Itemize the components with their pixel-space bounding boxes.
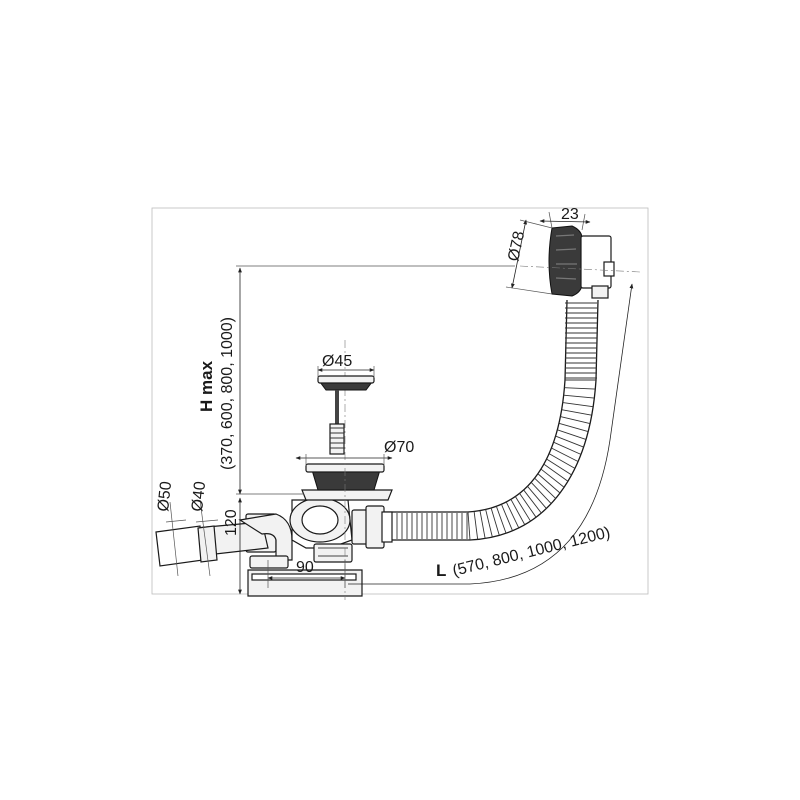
hose-rib bbox=[551, 447, 579, 462]
outlet-d40-label: Ø40 bbox=[189, 480, 209, 512]
hose-rib bbox=[527, 485, 547, 509]
trap-assembly bbox=[155, 340, 393, 600]
overflow-cap bbox=[519, 225, 641, 299]
hose-rib bbox=[564, 387, 596, 390]
cap-width-dimension: 23 bbox=[539, 206, 591, 231]
hose-rib bbox=[555, 435, 584, 448]
hose-rib bbox=[530, 482, 552, 504]
hmax-dimension: H max (370, 600, 800, 1000) bbox=[197, 265, 515, 495]
flange-diameter-label: Ø70 bbox=[384, 439, 414, 456]
hose-rib bbox=[563, 394, 595, 399]
hose-rib bbox=[553, 441, 582, 455]
hose-rib bbox=[543, 463, 569, 482]
outlet-diameter-dimensions: Ø50 Ø40 bbox=[155, 480, 219, 577]
flange-diameter-dimension: Ø70 bbox=[295, 439, 414, 466]
hmax-title: H max bbox=[197, 360, 216, 412]
hose-rib bbox=[505, 501, 520, 529]
flexible-hose bbox=[380, 299, 599, 541]
hose-rib bbox=[501, 504, 513, 531]
outlet-d50-label: Ø50 bbox=[155, 480, 175, 512]
plug-diameter-dimension: Ø45 bbox=[317, 353, 375, 378]
height-120-label: 120 bbox=[223, 509, 240, 536]
hose-rib bbox=[557, 429, 587, 440]
hose-rib bbox=[467, 511, 471, 541]
hose-rib bbox=[495, 506, 507, 534]
length-title: L bbox=[436, 561, 446, 580]
hmax-values: (370, 600, 800, 1000) bbox=[219, 317, 236, 470]
hose-rib bbox=[485, 509, 493, 538]
hose-rib bbox=[523, 489, 542, 514]
hose-rib bbox=[534, 477, 556, 499]
hose-rib bbox=[490, 507, 500, 536]
hose-rib bbox=[562, 402, 594, 408]
hose-rib bbox=[479, 510, 486, 539]
hose-rib bbox=[473, 511, 479, 540]
hose-rib bbox=[510, 499, 526, 525]
hose-rib bbox=[537, 473, 561, 494]
hose-rib bbox=[540, 468, 565, 488]
height-120-dimension: 120 bbox=[223, 493, 304, 595]
plug-diameter-label: Ø45 bbox=[322, 353, 352, 370]
width-90-dimension: 90 bbox=[267, 559, 346, 588]
cap-diameter-label: Ø78 bbox=[505, 230, 528, 263]
hose-rib bbox=[558, 422, 589, 433]
hose-rib bbox=[546, 458, 572, 476]
hose-rib bbox=[561, 409, 592, 416]
drain-plug bbox=[317, 375, 375, 455]
hose-rib bbox=[560, 416, 591, 424]
cap-diameter-dimension: Ø78 bbox=[505, 219, 553, 295]
hose-rib bbox=[519, 493, 537, 518]
width-90-label: 90 bbox=[296, 559, 314, 576]
hose-rib bbox=[548, 453, 576, 469]
cap-width-label: 23 bbox=[561, 206, 579, 223]
hose-rib bbox=[514, 496, 531, 522]
drawing-frame bbox=[151, 207, 649, 595]
length-values: (570, 800, 1000, 1200) bbox=[451, 524, 612, 580]
